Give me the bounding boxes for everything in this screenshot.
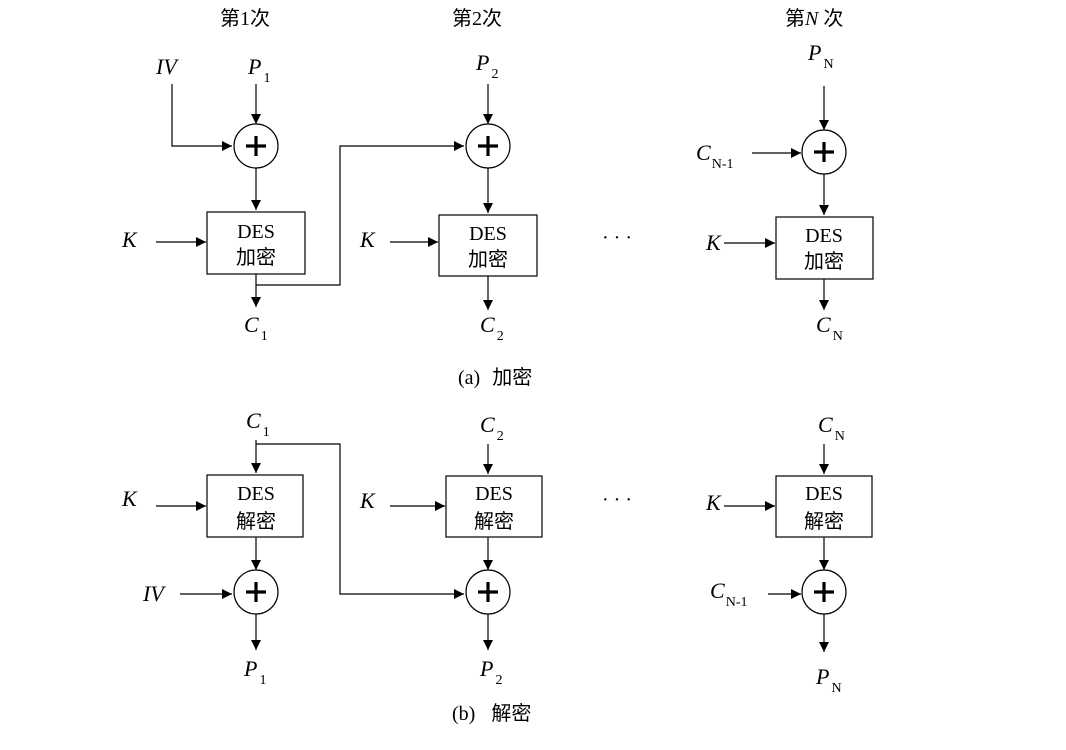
xor-circle (801, 569, 847, 615)
svg-text:DES: DES (237, 221, 275, 243)
xor-circle (233, 123, 279, 169)
header-round-n: 第N 次 (785, 7, 843, 30)
header-round-2: 第2次 (452, 7, 502, 30)
svg-text:解密: 解密 (236, 510, 276, 533)
svg-text:加密: 加密 (468, 248, 508, 271)
key-label: K (121, 486, 138, 511)
key-label: K (705, 230, 722, 255)
xor-circle (233, 569, 279, 615)
svg-text:DES: DES (237, 483, 275, 505)
ellipsis: · · · (602, 489, 632, 511)
svg-text:DES: DES (475, 483, 513, 505)
des-decrypt-box: DES 解密 (206, 474, 304, 538)
xor-circle (801, 129, 847, 175)
key-label: K (121, 227, 138, 252)
cn-1-label: CN-1 (710, 578, 747, 610)
svg-text:DES: DES (469, 223, 507, 245)
des-encrypt-box: DES 加密 (438, 214, 538, 277)
svg-text:解密: 解密 (474, 510, 514, 533)
xor-circle (465, 569, 511, 615)
chain-link (256, 141, 464, 286)
caption-decryption: (b)解密 (452, 702, 531, 725)
header-round-1: 第1次 (220, 7, 270, 30)
caption-encryption: (a)加密 (458, 366, 532, 389)
key-label: K (359, 488, 376, 513)
svg-text:加密: 加密 (804, 250, 844, 273)
svg-text:DES: DES (805, 483, 843, 505)
svg-text:加密: 加密 (236, 246, 276, 269)
svg-text:DES: DES (805, 225, 843, 247)
xor-circle (465, 123, 511, 169)
iv-label: IV (155, 54, 179, 79)
key-label: K (705, 490, 722, 515)
des-decrypt-box: DES 解密 (775, 475, 873, 538)
des-decrypt-box: DES 解密 (445, 475, 543, 538)
des-encrypt-box: DES 加密 (775, 216, 874, 280)
ellipsis: · · · (602, 227, 632, 249)
des-encrypt-box: DES 加密 (206, 211, 306, 275)
chain-link (256, 443, 464, 599)
svg-text:解密: 解密 (804, 510, 844, 533)
key-label: K (359, 227, 376, 252)
cn-1-label: CN-1 (696, 140, 733, 172)
iv-label: IV (142, 581, 166, 606)
